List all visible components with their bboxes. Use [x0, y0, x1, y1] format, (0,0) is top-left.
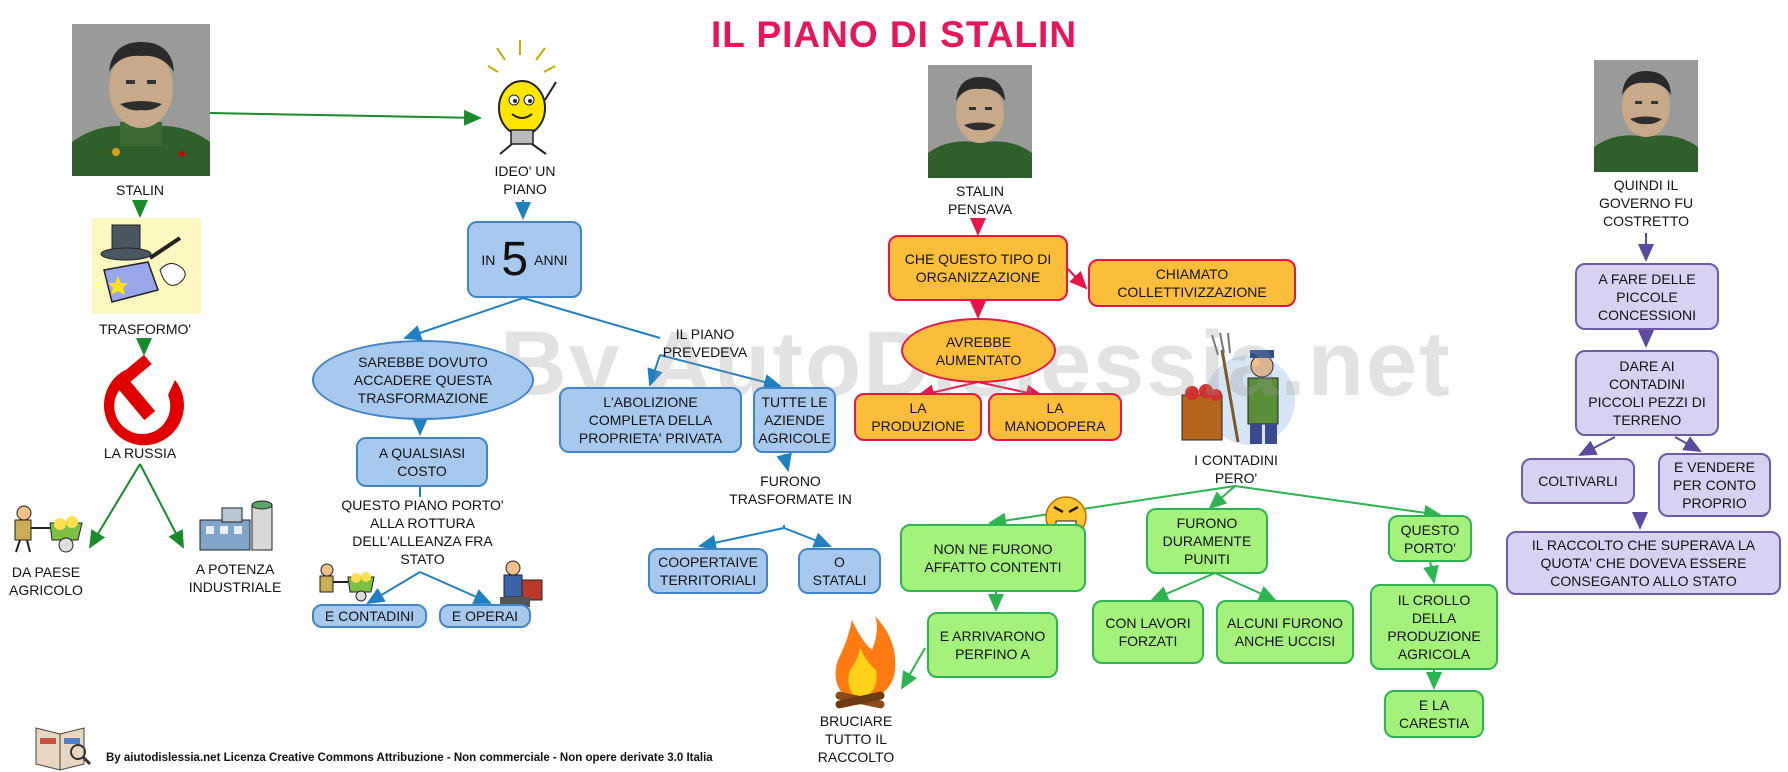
node-sarebbe-dovuto: SAREBBE DOVUTO ACCADERE QUESTA TRASFORMA…: [312, 340, 534, 420]
label-trasformo: TRASFORMO': [98, 321, 192, 337]
node-chiamato: CHIAMATO COLLETTIVIZZAZIONE: [1088, 259, 1296, 307]
node-abolizione: L'ABOLIZIONE COMPLETA DELLA PROPRIETA' P…: [559, 387, 742, 453]
node-e-arrivarono: E ARRIVARONO PERFINO A: [927, 612, 1058, 678]
magic-hat-icon: [92, 218, 201, 314]
node-coopertaive: COOPERTAIVE TERRITORIALI: [648, 548, 768, 594]
label-stalin-pensava: STALIN PENSAVA: [947, 183, 1013, 217]
node-la-produzione: LA PRODUZIONE: [854, 393, 982, 441]
label-bruciare: BRUCIARE TUTTO IL RACCOLTO: [817, 713, 895, 765]
label-contadini-pero: I CONTADINI PERO': [1194, 452, 1278, 486]
node-con-lavori-forzati: CON LAVORI FORZATI: [1092, 600, 1204, 664]
farmer-cart-icon: [319, 563, 375, 602]
label-ideo-un-piano: IDEO' UN PIANO: [494, 163, 556, 197]
page-title: IL PIANO DI STALIN: [710, 14, 1078, 55]
section1-arrows: [88, 109, 482, 549]
node-coltivarli: COLTIVARLI: [1521, 458, 1635, 504]
node-e-contadini: E CONTADINI: [312, 604, 427, 628]
section3-green-arrows: [901, 485, 1442, 690]
node-non-ne-furono: NON NE FURONO AFFATTO CONTENTI: [900, 524, 1086, 592]
portrait-icon: [72, 24, 210, 176]
footer-license: By aiutodislessia.net Licenza Creative C…: [106, 752, 713, 764]
section4-arrows: [1578, 233, 1702, 530]
label-la-russia: LA RUSSIA: [103, 445, 177, 461]
farmer-icon: [1181, 332, 1295, 445]
node-alcuni-uccisi: ALCUNI FURONO ANCHE UCCISI: [1216, 600, 1354, 664]
node-o-statali: O STATALI: [798, 548, 881, 594]
node-questo-porto: QUESTO PORTO': [1388, 515, 1472, 562]
label-a-potenza-industriale: A POTENZA INDUSTRIALE: [188, 561, 282, 595]
label-questo-piano-porto: QUESTO PIANO PORTO' ALLA ROTTURA DELL'AL…: [341, 497, 504, 567]
node-il-crollo: IL CROLLO DELLA PRODUZIONE AGRICOLA: [1370, 584, 1498, 670]
node-furono-duramente: FURONO DURAMENTE PUNITI: [1146, 508, 1268, 574]
node-in-5-anni: IN 5 ANNI: [467, 221, 582, 298]
hammer-sickle-icon: [103, 354, 184, 446]
label-stalin: STALIN: [116, 182, 164, 198]
five-label: 5: [501, 232, 529, 286]
node-a-qualsiasi-costo: A QUALSIASI COSTO: [356, 437, 488, 487]
label-da-paese-agricolo: DA PAESE AGRICOLO: [9, 564, 83, 598]
portrait-icon: [928, 65, 1032, 178]
portrait-icon: [1594, 60, 1698, 172]
factory-icon: [199, 500, 273, 551]
lightbulb-icon: [487, 40, 557, 155]
label-il-piano-prevedeva: IL PIANO PREVEDEVA: [662, 326, 748, 360]
label-furono-trasformate: FURONO TRASFORMATE IN: [729, 473, 852, 507]
in-label: IN: [481, 251, 496, 268]
farmer-cart-icon: [14, 505, 83, 553]
node-avrebbe-aumentato: AVREBBE AUMENTATO: [901, 318, 1056, 383]
label-quindi-il-governo: QUINDI IL GOVERNO FU COSTRETTO: [1598, 177, 1694, 229]
anni-label: ANNI: [534, 251, 568, 268]
node-tutte-le-aziende: TUTTE LE AZIENDE AGRICOLE: [753, 387, 836, 453]
worker-icon: [500, 560, 543, 607]
book-icon: [35, 727, 92, 771]
node-dare-ai-contadini: DARE AI CONTADINI PICCOLI PEZZI DI TERRE…: [1575, 350, 1719, 436]
node-che-questo-tipo: CHE QUESTO TIPO DI ORGANIZZAZIONE: [888, 235, 1068, 301]
node-e-operai: E OPERAI: [439, 604, 531, 628]
node-il-raccolto: IL RACCOLTO CHE SUPERAVA LA QUOTA' CHE D…: [1506, 531, 1781, 595]
fire-icon: [835, 616, 896, 709]
node-la-manodopera: LA MANODOPERA: [988, 393, 1122, 441]
node-a-fare-concessioni: A FARE DELLE PICCOLE CONCESSIONI: [1575, 263, 1719, 330]
node-e-vendere: E VENDERE PER CONTO PROPRIO: [1658, 453, 1771, 517]
node-e-la-carestia: E LA CARESTIA: [1384, 690, 1484, 738]
